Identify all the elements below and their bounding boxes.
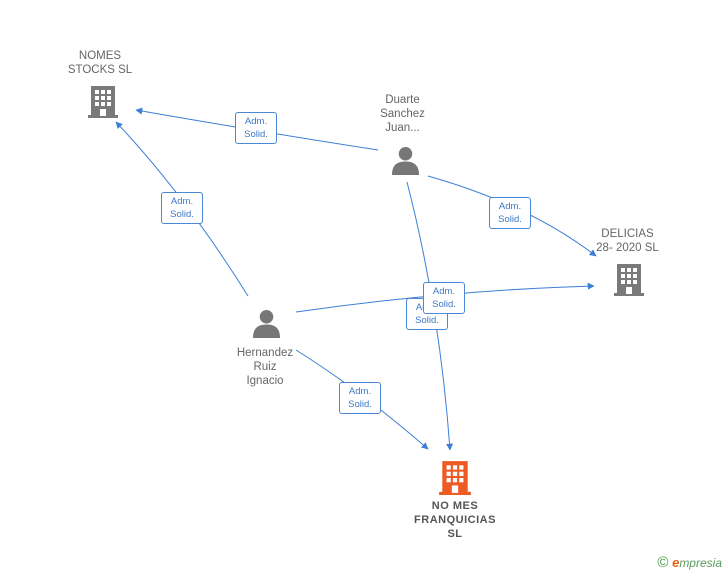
building-icon[interactable] <box>88 86 118 118</box>
building-icon[interactable] <box>439 461 471 495</box>
node-label-delicias[interactable]: DELICIAS 28- 2020 SL <box>596 228 659 254</box>
brand-initial: e <box>672 555 680 570</box>
node-label-duarte[interactable]: Duarte Sanchez Juan... <box>380 94 425 134</box>
edge-label-duarte-no-mes: Adm. Solid. <box>423 282 465 314</box>
node-label-nomes-stocks[interactable]: NOMES STOCKS SL <box>67 50 133 76</box>
footer-brand: © empresia <box>657 554 722 571</box>
copyright-symbol: © <box>657 554 669 571</box>
edge-label-hernandez-nomes-stocks: Adm. Solid. <box>161 192 203 224</box>
person-icon[interactable] <box>391 146 420 175</box>
building-icon[interactable] <box>614 264 644 296</box>
node-label-hernandez[interactable]: Hernandez Ruiz Ignacio <box>236 347 294 387</box>
brand-name: mpresia <box>679 556 722 570</box>
edge-label-duarte-delicias: Adm. Solid. <box>489 197 531 229</box>
edge-label-duarte-nomes-stocks: Adm. Solid. <box>235 112 277 144</box>
node-label-no-mes-franquicias[interactable]: NO MES FRANQUICIAS SL <box>414 500 496 540</box>
person-icon[interactable] <box>252 309 281 338</box>
edge-label-hernandez-no-mes: Adm. Solid. <box>339 382 381 414</box>
